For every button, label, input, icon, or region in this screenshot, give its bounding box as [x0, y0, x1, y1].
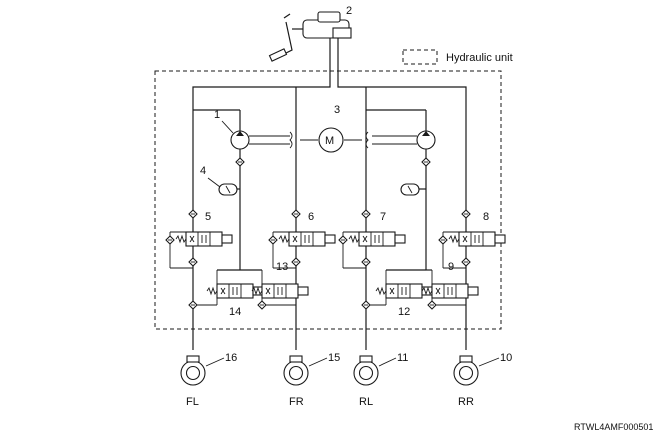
- callout-16: 16: [225, 352, 237, 364]
- motor: M: [318, 127, 344, 153]
- callout-8: 8: [483, 211, 489, 223]
- callout-10: 10: [500, 352, 512, 364]
- inlet-valve-fl: [165, 209, 233, 269]
- wheel-cylinder-rr: [453, 355, 479, 386]
- hydraulic-unit-boundary: [154, 70, 502, 330]
- callout-3: 3: [334, 104, 340, 116]
- outlet-valve-fr: [240, 269, 309, 310]
- inlet-valve-rr: [438, 209, 506, 269]
- pump-right: [366, 109, 436, 270]
- callout-12: 12: [398, 306, 410, 318]
- inlet-valve-fr: [268, 209, 336, 269]
- legend-dashed-box: [402, 49, 438, 65]
- inlet-valve-rl: [338, 209, 406, 269]
- check-valve-pump-left: [235, 157, 245, 167]
- callout-14: 14: [229, 306, 241, 318]
- outlet-valve-fl: [188, 269, 264, 310]
- callout-6: 6: [308, 211, 314, 223]
- callout-7: 7: [380, 211, 386, 223]
- check-valve-pump-right: [421, 157, 431, 167]
- reference-code: RTWL4AMF000501: [574, 422, 653, 432]
- callout-11: 11: [397, 352, 408, 364]
- wheel-label-rl: RL: [359, 396, 373, 408]
- wheel-label-rr: RR: [458, 396, 474, 408]
- pump-left: [193, 109, 250, 270]
- callout-9: 9: [448, 261, 454, 273]
- wheel-cylinder-rl: [353, 355, 379, 386]
- callout-5: 5: [205, 211, 211, 223]
- motor-symbol: M: [325, 135, 334, 147]
- master-cylinder: [268, 11, 352, 70]
- callout-1: 1: [214, 109, 220, 121]
- callout-15: 15: [328, 352, 340, 364]
- wheel-label-fl: FL: [186, 396, 199, 408]
- outlet-valve-rl: [361, 269, 433, 310]
- callout-2: 2: [346, 5, 352, 17]
- outlet-valve-rr: [421, 269, 479, 310]
- accumulator-left: [218, 183, 240, 196]
- wheel-label-fr: FR: [289, 396, 304, 408]
- wheel-cylinder-fr: [283, 355, 309, 386]
- callout-4: 4: [200, 165, 206, 177]
- wheel-cylinder-fl: [180, 355, 206, 386]
- accumulator-right: [400, 183, 426, 196]
- motor-shaft: [249, 131, 417, 149]
- callout-13: 13: [276, 261, 288, 273]
- legend-label: Hydraulic unit: [446, 52, 513, 64]
